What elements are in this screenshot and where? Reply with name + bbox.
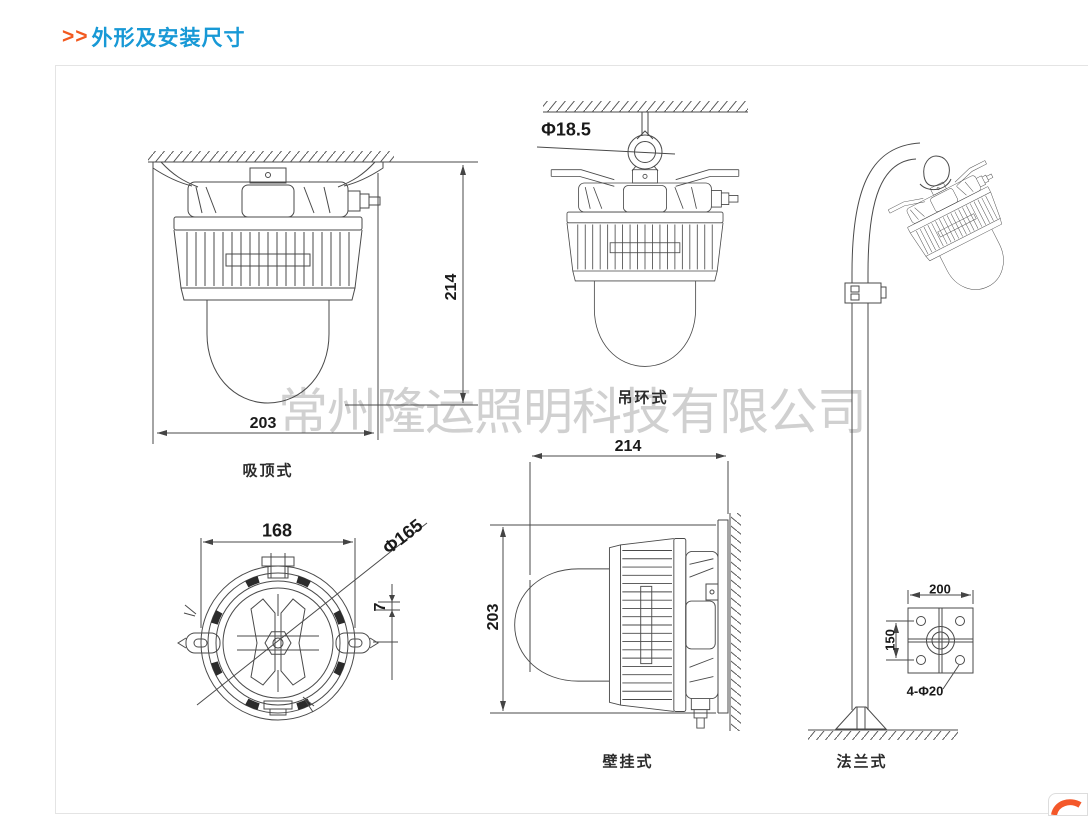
eye-ring-mount-drawing [536, 101, 748, 367]
floating-widget-button[interactable] [1048, 793, 1088, 816]
flange-pole-drawing [808, 142, 1037, 740]
dim-label-wall-width: 214 [614, 438, 642, 455]
dim-label-topview-offset: 7 [372, 602, 389, 612]
ceiling-mount-drawing [148, 151, 478, 444]
dim-label-topview-width: 168 [261, 520, 293, 541]
caption-ceiling-mount: 吸顶式 [242, 462, 294, 480]
dim-label-ceiling-height: 214 [443, 273, 460, 301]
dim-label-flange-holes: 4-Φ20 [906, 683, 944, 699]
widget-logo-icon [1051, 799, 1082, 815]
section-header: >> 外形及安装尺寸 [62, 22, 246, 52]
caption-eye-ring-mount: 吊环式 [617, 389, 669, 407]
drawing-panel [55, 65, 1088, 814]
page-title: 外形及安装尺寸 [91, 27, 246, 50]
caption-wall-mount: 壁挂式 [602, 753, 654, 771]
top-view-drawing [177, 522, 428, 721]
dim-label-ring-diameter: Φ18.5 [541, 119, 591, 140]
caption-flange-mount: 法兰式 [836, 753, 888, 771]
dim-label-flange-width: 200 [929, 581, 951, 597]
header-arrows-icon: >> [62, 25, 89, 48]
wall-mount-drawing [490, 453, 741, 731]
dim-label-wall-height: 203 [485, 603, 502, 631]
dim-label-flange-spacing: 150 [882, 629, 898, 651]
dim-label-ceiling-width: 203 [249, 415, 277, 432]
